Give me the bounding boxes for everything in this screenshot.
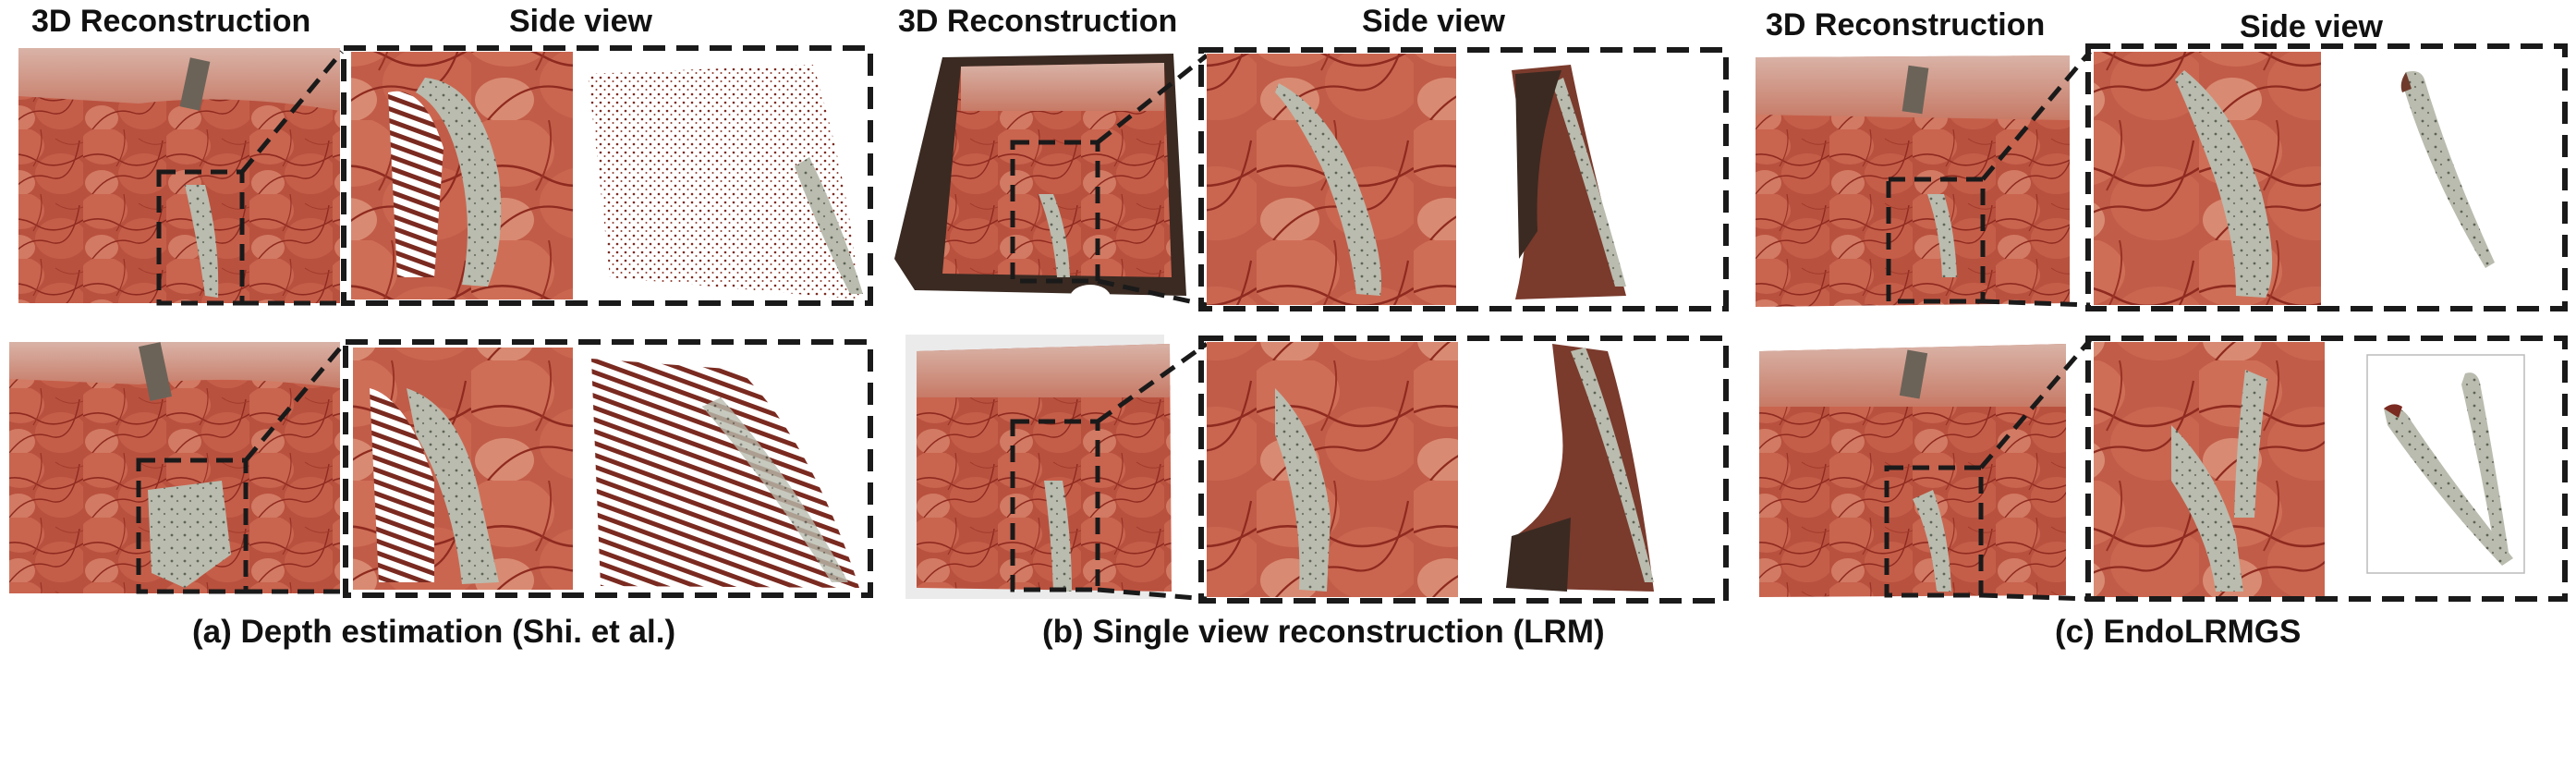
panel-a-caption: (a) Depth estimation (Shi. et al.) [192, 614, 676, 650]
panel-c-caption: (c) EndoLRMGS [2055, 614, 2302, 650]
panel-c-top-zoom-box [2085, 43, 2568, 311]
panel-b-top-inset-box [1010, 140, 1100, 284]
panel-b-bottom-side [1506, 344, 1654, 592]
panel-a-bottom-zoom [353, 348, 573, 590]
panel-b-caption: (b) Single view reconstruction (LRM) [1042, 614, 1605, 650]
panel-b-top-side [1512, 65, 1626, 299]
panel-c-top-side [2400, 71, 2495, 268]
panel-c [1756, 43, 2568, 602]
panel-a-header-side: Side view [509, 4, 652, 39]
panel-b-bottom-zoom-box [1198, 336, 1729, 604]
panel-a-top-zoom [351, 52, 573, 299]
panel-b-top-zoom-box [1198, 47, 1729, 311]
panel-a-bottom-scene [9, 342, 340, 593]
panel-c-top-zoom [2094, 52, 2321, 305]
panel-c-top-scene [1756, 55, 2070, 307]
panel-b-top-scene [894, 54, 1186, 311]
panel-a-top-side [588, 65, 863, 299]
panel-b-header-3d: 3D Reconstruction [898, 4, 1178, 39]
panel-b-bottom-scene [905, 335, 1172, 599]
panel-b-header-side: Side view [1362, 4, 1505, 39]
panel-b [894, 47, 1729, 604]
panel-a-top-scene [18, 48, 340, 303]
panel-b-bottom-inset-box [1010, 419, 1100, 592]
panel-a-top-zoom-box [341, 45, 873, 306]
panel-c-header-3d: 3D Reconstruction [1766, 7, 2046, 43]
panel-a-bottom-zoom-box [343, 339, 873, 598]
panel-a-top-inset-box [156, 169, 245, 306]
panel-a-header-3d: 3D Reconstruction [31, 4, 311, 39]
panel-c-bottom-zoom [2094, 342, 2325, 597]
panel-c-top-inset-box [1886, 177, 1986, 304]
panel-b-top-zoom [1207, 54, 1456, 305]
panel-c-bottom-inset-box [1884, 465, 1984, 598]
panel-c-bottom-side [2366, 354, 2525, 574]
panel-a [9, 45, 873, 598]
panel-c-header-side: Side view [2240, 9, 2383, 44]
panel-a-bottom-side [591, 359, 859, 588]
panel-b-bottom-zoom [1207, 342, 1458, 597]
panel-a-bottom-inset-box [136, 458, 249, 594]
panel-c-bottom-scene [1759, 344, 2066, 597]
panel-c-bottom-zoom-box [2085, 336, 2568, 602]
